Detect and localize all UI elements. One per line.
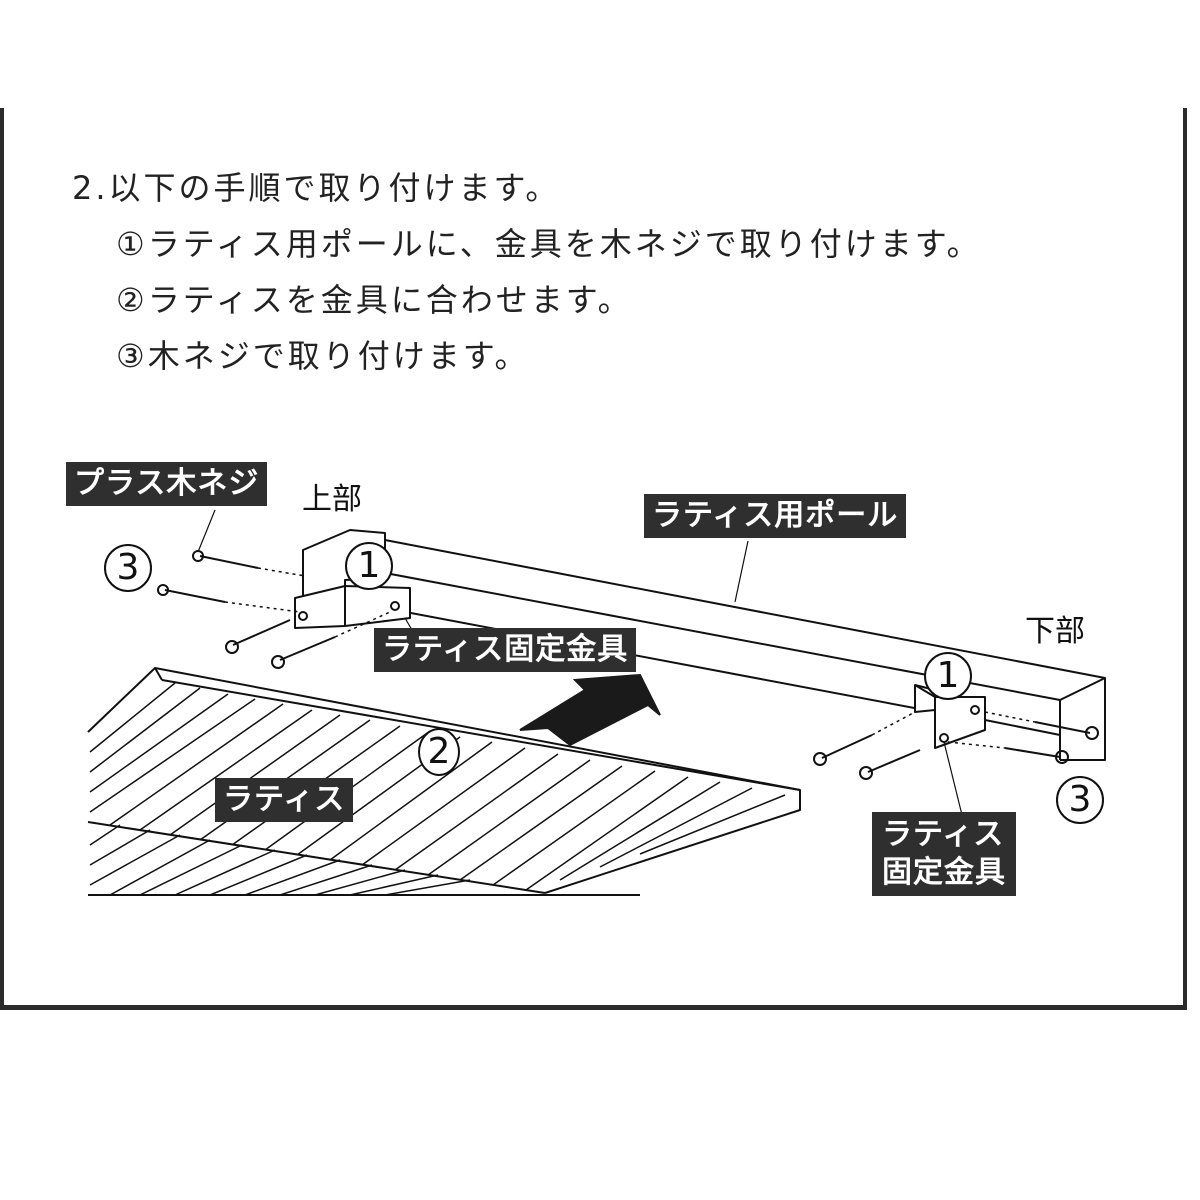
step-2: ②ラティスを金具に合わせます。 [116, 281, 633, 319]
step-1: ①ラティス用ポールに、金具を木ネジで取り付けます。 [116, 225, 982, 263]
marker-step3-bottom: 3 [1056, 776, 1104, 824]
label-lattice-pole: ラティス用ポール [644, 494, 907, 538]
top-screw-guides [224, 567, 391, 638]
instructions-title: 2.以下の手順で取り付けます。 [72, 169, 561, 207]
marker-step1-bottom: 1 [924, 652, 972, 700]
label-phillips-screw: プラス木ネジ [66, 462, 268, 506]
label-top-section: 上部 [302, 482, 362, 517]
label-bottom-bracket-line2: 固定金具 [882, 855, 1006, 890]
arrow-icon [519, 673, 661, 747]
label-lattice: ラティス [215, 778, 354, 822]
marker-step1-top: 1 [345, 542, 393, 590]
top-screws-drawing [157, 550, 336, 669]
bottom-screws-drawing [813, 721, 1099, 780]
marker-step2: 2 [418, 728, 460, 776]
bottom-screw-guides [871, 711, 1036, 749]
marker-step3-top: 3 [104, 544, 152, 592]
label-top-bracket: ラティス固定金具 [374, 628, 637, 672]
lattice-drawing [87, 667, 801, 896]
label-bottom-bracket-line1: ラティス [882, 817, 1005, 852]
label-bottom-section: 下部 [1025, 614, 1085, 649]
step-3: ③木ネジで取り付けます。 [116, 337, 530, 375]
label-bottom-bracket: ラティス 固定金具 [872, 812, 1016, 896]
leader-lines [197, 509, 963, 816]
lattice-slats [89, 682, 786, 896]
instructions: 2.以下の手順で取り付けます。 ①ラティス用ポールに、金具を木ネジで取り付けます… [72, 160, 982, 384]
diagram-frame [0, 108, 1187, 1010]
